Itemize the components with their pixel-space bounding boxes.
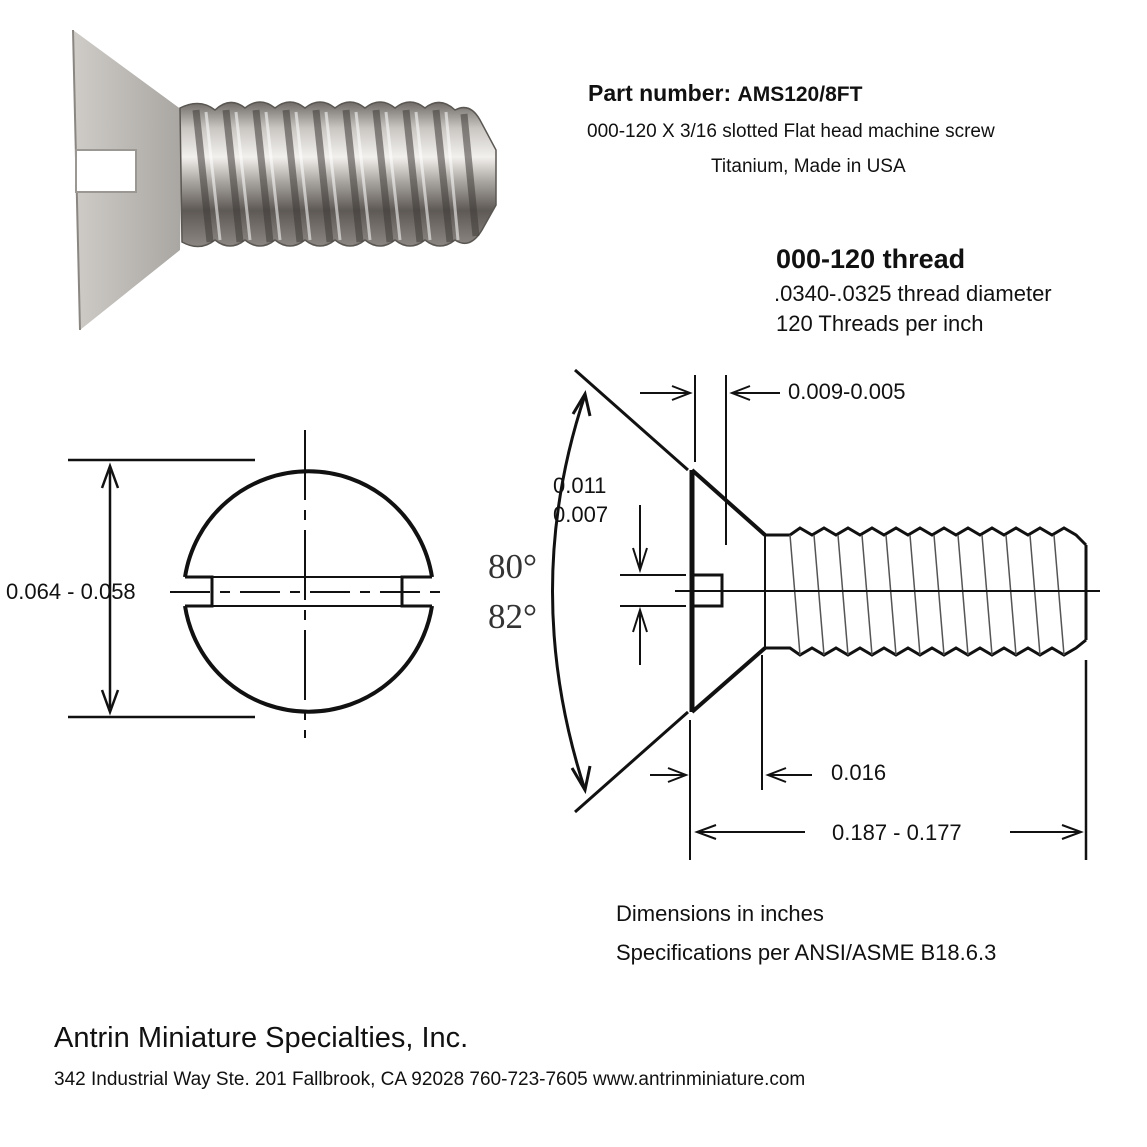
thread-pitch: 120 Threads per inch — [776, 311, 984, 336]
head-angle-min: 80° — [488, 547, 537, 586]
slot-depth-min: 0.007 — [553, 502, 609, 527]
head-top-view — [68, 430, 440, 738]
company-address: 342 Industrial Way Ste. 201 Fallbrook, C… — [54, 1069, 806, 1090]
thread-diameter: .0340-.0325 thread diameter — [774, 281, 1052, 306]
part-description: 000-120 X 3/16 slotted Flat head machine… — [587, 121, 995, 142]
part-number-line: Part number: AMS120/8FT — [588, 80, 862, 107]
spec-note: Specifications per ANSI/ASME B18.6.3 — [616, 940, 997, 965]
thread-title: 000-120 thread — [776, 244, 966, 274]
head-edge-dimension: 0.009-0.005 — [788, 379, 906, 404]
underhead-dimension: 0.016 — [831, 760, 887, 785]
company-name: Antrin Miniature Specialties, Inc. — [54, 1022, 469, 1054]
slot-width-dimension: 0.064 - 0.058 — [6, 579, 136, 604]
material-origin: Titanium, Made in USA — [711, 156, 906, 177]
length-dimension: 0.187 - 0.177 — [832, 820, 962, 845]
slot-depth-max: 0.011 — [553, 473, 607, 498]
screw-side-view — [551, 368, 1100, 860]
head-angle-max: 82° — [488, 597, 537, 636]
part-number-label: Part number: — [588, 80, 732, 106]
screw-photo — [72, 29, 497, 331]
part-number-value: AMS120/8FT — [737, 83, 863, 106]
units-note: Dimensions in inches — [616, 901, 824, 926]
